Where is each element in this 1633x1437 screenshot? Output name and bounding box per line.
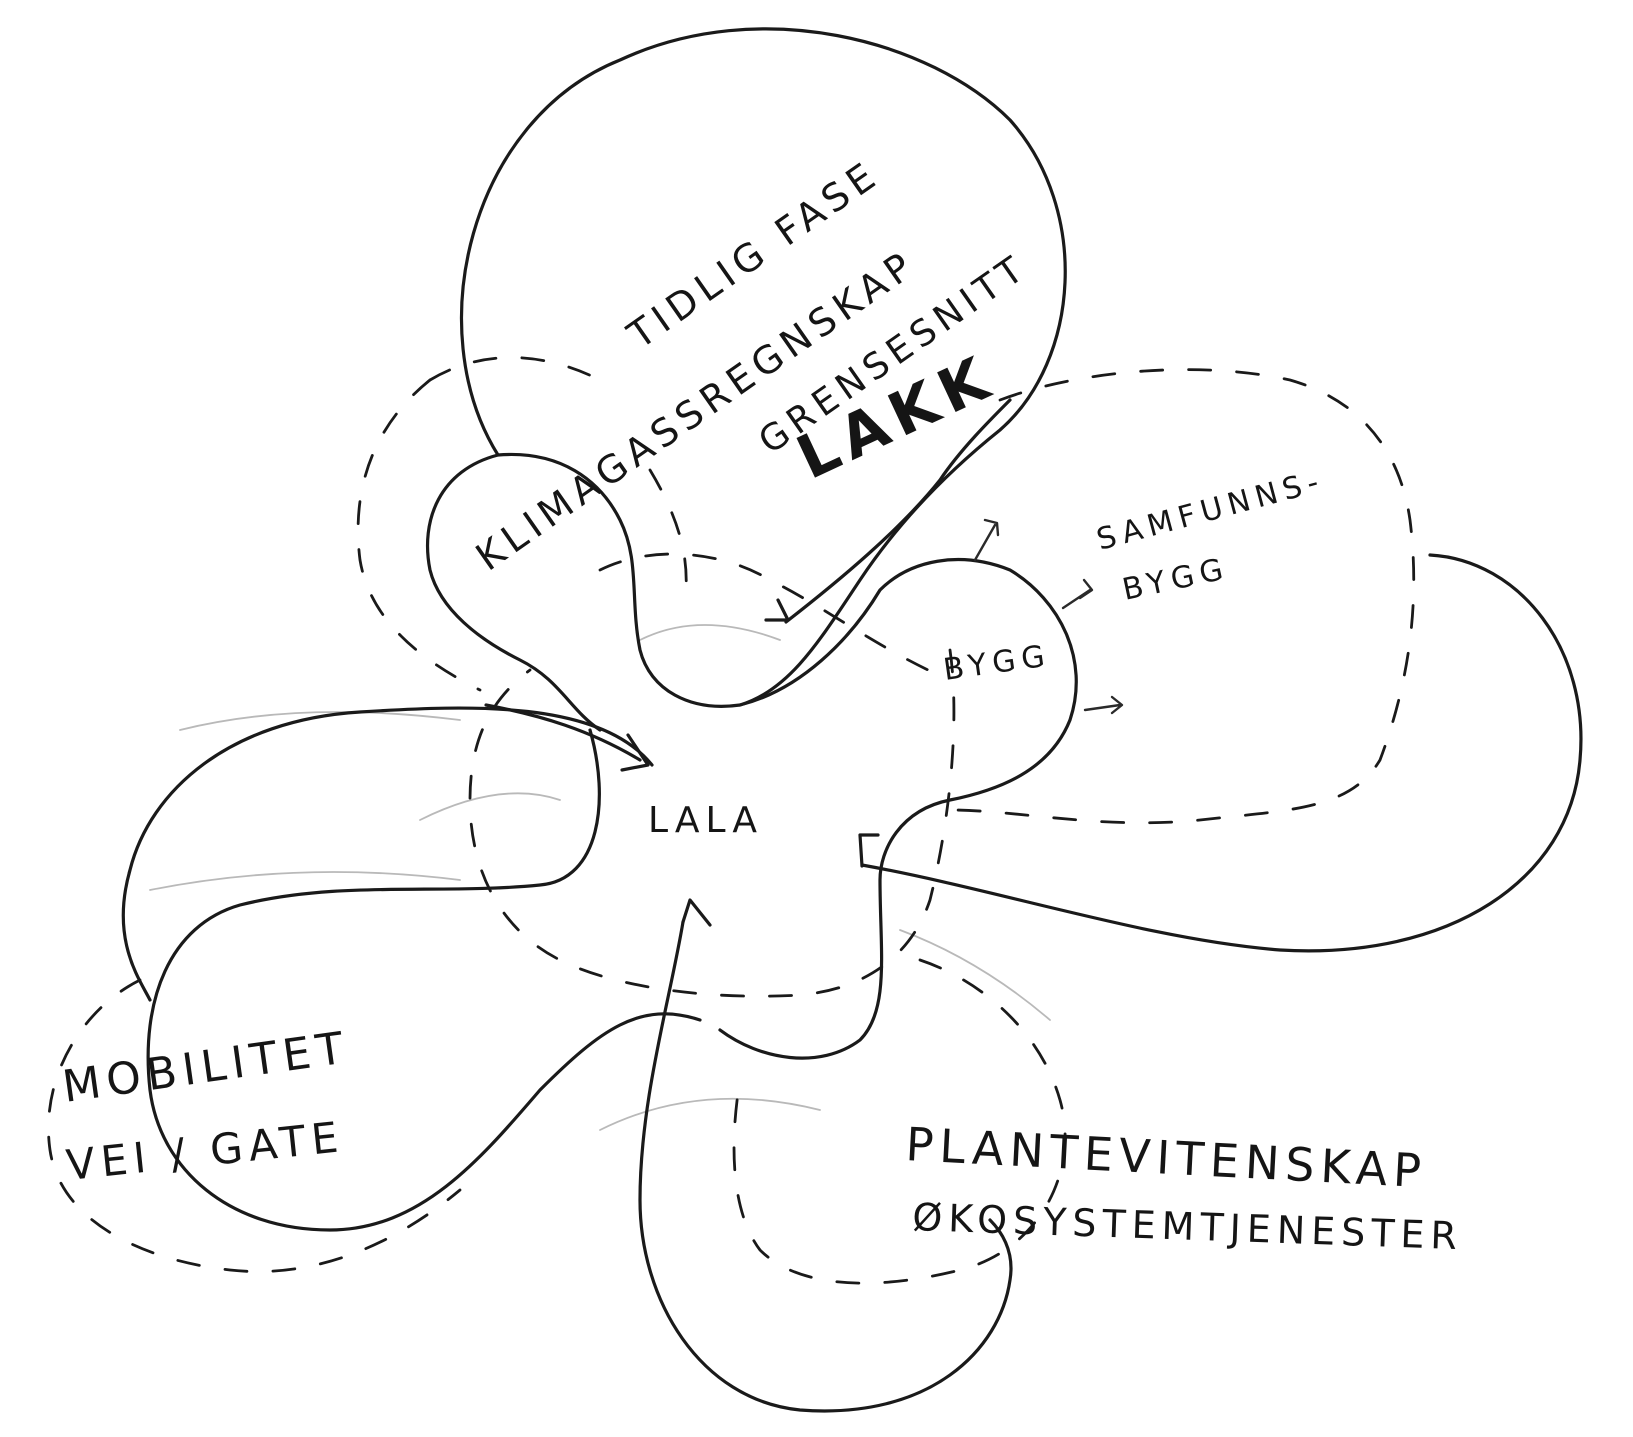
center-body-outline — [720, 560, 1076, 1059]
label-left-1: MOBILITET — [59, 1022, 352, 1113]
label-bottom-2: ØKOSYSTEMTJENESTER — [912, 1195, 1464, 1258]
label-right-2: SAMFUNNS- — [1093, 463, 1328, 557]
petal-right-outline — [862, 555, 1581, 951]
petal-left-outline — [123, 708, 652, 1000]
labels: LALA TIDLIG FASE KLIMAGASSREGNSKAP GRENS… — [59, 152, 1463, 1259]
label-left-2: VEI / GATE — [64, 1112, 346, 1190]
label-bottom-1: PLANTEVITENSKAP — [904, 1117, 1428, 1198]
label-right-1: BYGG — [941, 638, 1053, 688]
label-center: LALA — [648, 800, 763, 841]
label-right-3: BYGG — [1119, 551, 1232, 608]
